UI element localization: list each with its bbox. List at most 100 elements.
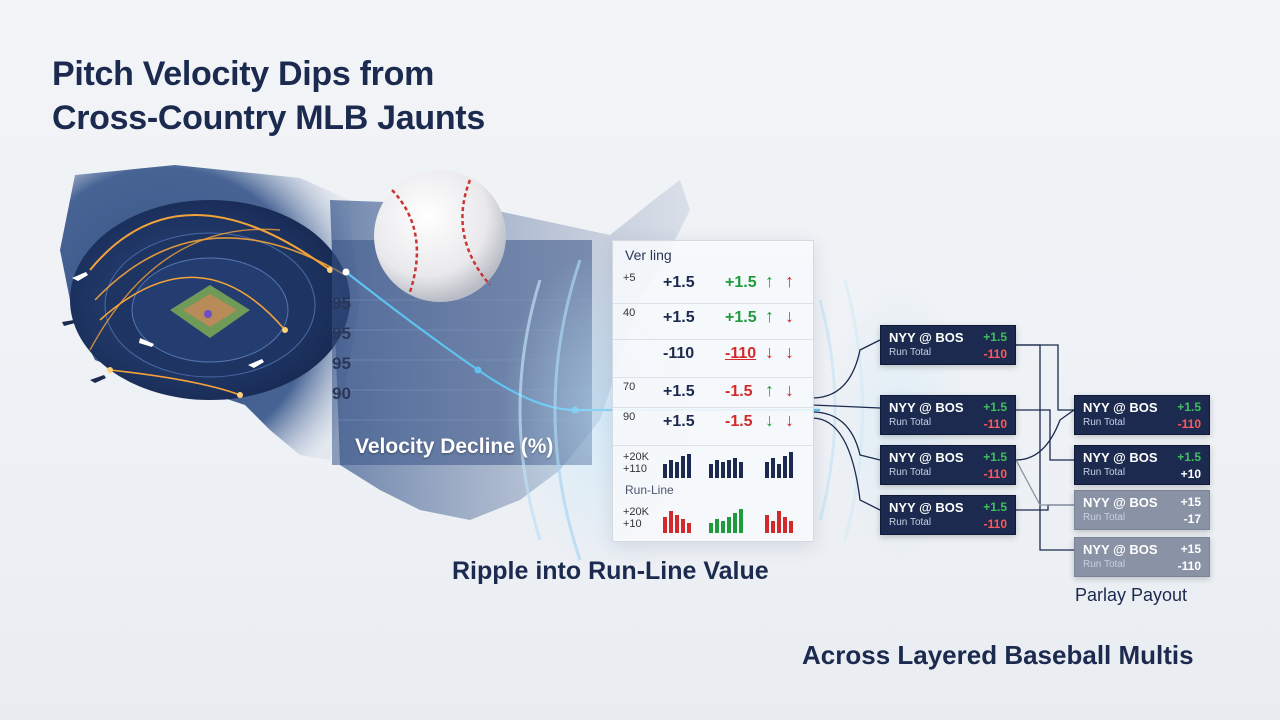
parlay-card-odds: -17 [1183, 512, 1201, 526]
arrow-down-icon: ↓ [785, 342, 794, 362]
page-title: Pitch Velocity Dips from Cross-Country M… [52, 52, 612, 140]
bet-card-odds: -110 [983, 467, 1007, 481]
arrow-down-icon: ↓ [785, 410, 794, 430]
odds-row-movement: +1.5 [725, 274, 757, 291]
parlay-payout-label: Parlay Payout [1075, 585, 1188, 605]
parlay-card-odds: -110 [1177, 559, 1201, 573]
odds-row-value: +1.5 [663, 413, 695, 430]
odds-panel-title: Ver ling [625, 247, 672, 263]
odds-row: 40 +1.5 +1.5 ↑ ↓ [613, 303, 813, 334]
bars-row: +20K +110 [613, 445, 813, 480]
bet-card-market: Run Total [889, 417, 932, 428]
parlay-card[interactable]: NYY @ BOS Run Total +15 -17 [1074, 490, 1210, 530]
title-line-2: Cross-Country MLB Jaunts [52, 99, 485, 137]
arrow-up-icon: ↑ [765, 380, 774, 400]
arrow-up-icon: ↑ [765, 306, 774, 326]
stadium-illustration [70, 200, 350, 400]
parlay-card-odds: +10 [1180, 467, 1201, 481]
parlay-card[interactable]: NYY @ BOS Run Total +1.5 -110 [1074, 395, 1210, 435]
odds-row-movement: -110 [725, 345, 757, 362]
parlay-card-line: +1.5 [1177, 400, 1201, 414]
bet-card-line-value: +1.5 [983, 330, 1007, 344]
bet-card-game: NYY @ BOS [889, 330, 964, 345]
bet-card-line: +1.5 [983, 450, 1007, 464]
bet-card-line: +1.5 [983, 500, 1007, 514]
bars-row-small: +20K [623, 451, 649, 463]
airplane-icon [62, 272, 264, 383]
parlay-card-game: NYY @ BOS [1083, 450, 1158, 465]
bet-card-game: NYY @ BOS [889, 400, 964, 415]
bet-card-line-value: +1.5 [983, 450, 1007, 464]
bet-card-market: Run Total [889, 517, 932, 528]
bet-card-market: Run Total [889, 467, 932, 478]
odds-row-value: +1.5 [663, 309, 695, 326]
baseball-illustration [374, 170, 506, 302]
bet-card-odds: -110 [983, 417, 1007, 431]
parlay-card-market: Run Total [1083, 417, 1126, 428]
odds-row-value: +1.5 [663, 383, 695, 400]
parlay-card-market: Run Total [1083, 512, 1126, 523]
parlay-card-market: Run Total [1083, 559, 1126, 570]
parlay-card-line-value: +1.5 [1177, 450, 1201, 464]
bet-card-game: NYY @ BOS [889, 500, 964, 515]
odds-row: 90 +1.5 -1.5 ↓ ↓ [613, 407, 813, 438]
odds-row-movement: -1.5 [725, 413, 753, 430]
odds-row-small: +5 [623, 272, 636, 284]
parlay-connectors [811, 339, 1075, 551]
odds-row-movement: +1.5 [725, 309, 757, 326]
parlay-card-game: NYY @ BOS [1083, 400, 1158, 415]
odds-row-small: 90 [623, 411, 636, 423]
velocity-y-label: 95 [332, 294, 351, 313]
parlay-card-line-value: +1.5 [1177, 400, 1201, 414]
velocity-y-label: 90 [332, 384, 351, 403]
odds-row-movement: -1.5 [725, 383, 753, 400]
parlay-card-line: +15 [1180, 542, 1201, 556]
odds-row-small: 70 [623, 381, 636, 393]
odds-row-value: +1.5 [663, 274, 695, 291]
bet-card[interactable]: NYY @ BOS Run Total +1.5 -110 [880, 445, 1016, 485]
mini-bar-chart-icon [663, 509, 793, 533]
parlay-card[interactable]: NYY @ BOS Run Total +1.5 +10 [1074, 445, 1210, 485]
bars-row-small: +20K [623, 506, 649, 518]
odds-row: 70 +1.5 -1.5 ↑ ↓ [613, 377, 813, 408]
parlay-card-line: +15 [1180, 495, 1201, 509]
bars-row-small: +10 [623, 518, 642, 530]
odds-row-small: 40 [623, 307, 636, 319]
mini-bar-chart-icon [663, 452, 793, 478]
bars-row: +20K +10 [613, 501, 813, 535]
title-line-1: Pitch Velocity Dips from [52, 55, 435, 93]
bet-card[interactable]: NYY @ BOS Run Total +1.5 -110 [880, 495, 1016, 535]
arrow-up-icon: ↑ [785, 271, 794, 291]
parlay-card-odds: -110 [1177, 417, 1201, 431]
bet-card-line-value: +1.5 [983, 400, 1007, 414]
parlay-card[interactable]: NYY @ BOS Run Total +15 -110 [1074, 537, 1210, 577]
bet-card-odds: -110 [983, 517, 1007, 531]
bet-card-line-value: +1.5 [983, 500, 1007, 514]
bet-card-odds: -110 [983, 347, 1007, 361]
footer-caption: Across Layered Baseball Multis [802, 640, 1194, 670]
velocity-y-label: 95 [332, 324, 351, 343]
bet-card-line: +1.5 [983, 400, 1007, 414]
parlay-card-line: +1.5 [1177, 450, 1201, 464]
parlay-card-market: Run Total [1083, 467, 1126, 478]
run-line-label: Run-Line [625, 483, 674, 497]
arrow-down-icon: ↓ [765, 410, 774, 430]
arrow-down-icon: ↓ [785, 380, 794, 400]
bars-row-small: +110 [623, 463, 647, 475]
velocity-y-label: 95 [332, 354, 351, 373]
odds-panel: Ver ling +5 +1.5 +1.5 ↑ ↑ 40 +1.5 +1.5 ↑… [612, 240, 814, 542]
bet-card-market: Run Total [889, 347, 932, 358]
bet-card-line: +1.5 [983, 330, 1007, 344]
parlay-card-game: NYY @ BOS [1083, 495, 1158, 510]
parlay-card-game: NYY @ BOS [1083, 542, 1158, 557]
bet-card[interactable]: NYY @ BOS Run Total +1.5 -110 [880, 395, 1016, 435]
arrow-down-icon: ↓ [785, 306, 794, 326]
odds-row-value: -110 [663, 345, 695, 362]
arrow-up-icon: ↑ [765, 271, 774, 291]
velocity-caption: Velocity Decline (%) [355, 435, 554, 458]
bet-card[interactable]: NYY @ BOS Run Total +1.5 -110 [880, 325, 1016, 365]
odds-row: +5 +1.5 +1.5 ↑ ↑ [613, 269, 813, 299]
ripple-caption: Ripple into Run-Line Value [452, 557, 769, 585]
arrow-down-icon: ↓ [765, 342, 774, 362]
odds-row: -110 -110 ↓ ↓ [613, 339, 813, 370]
